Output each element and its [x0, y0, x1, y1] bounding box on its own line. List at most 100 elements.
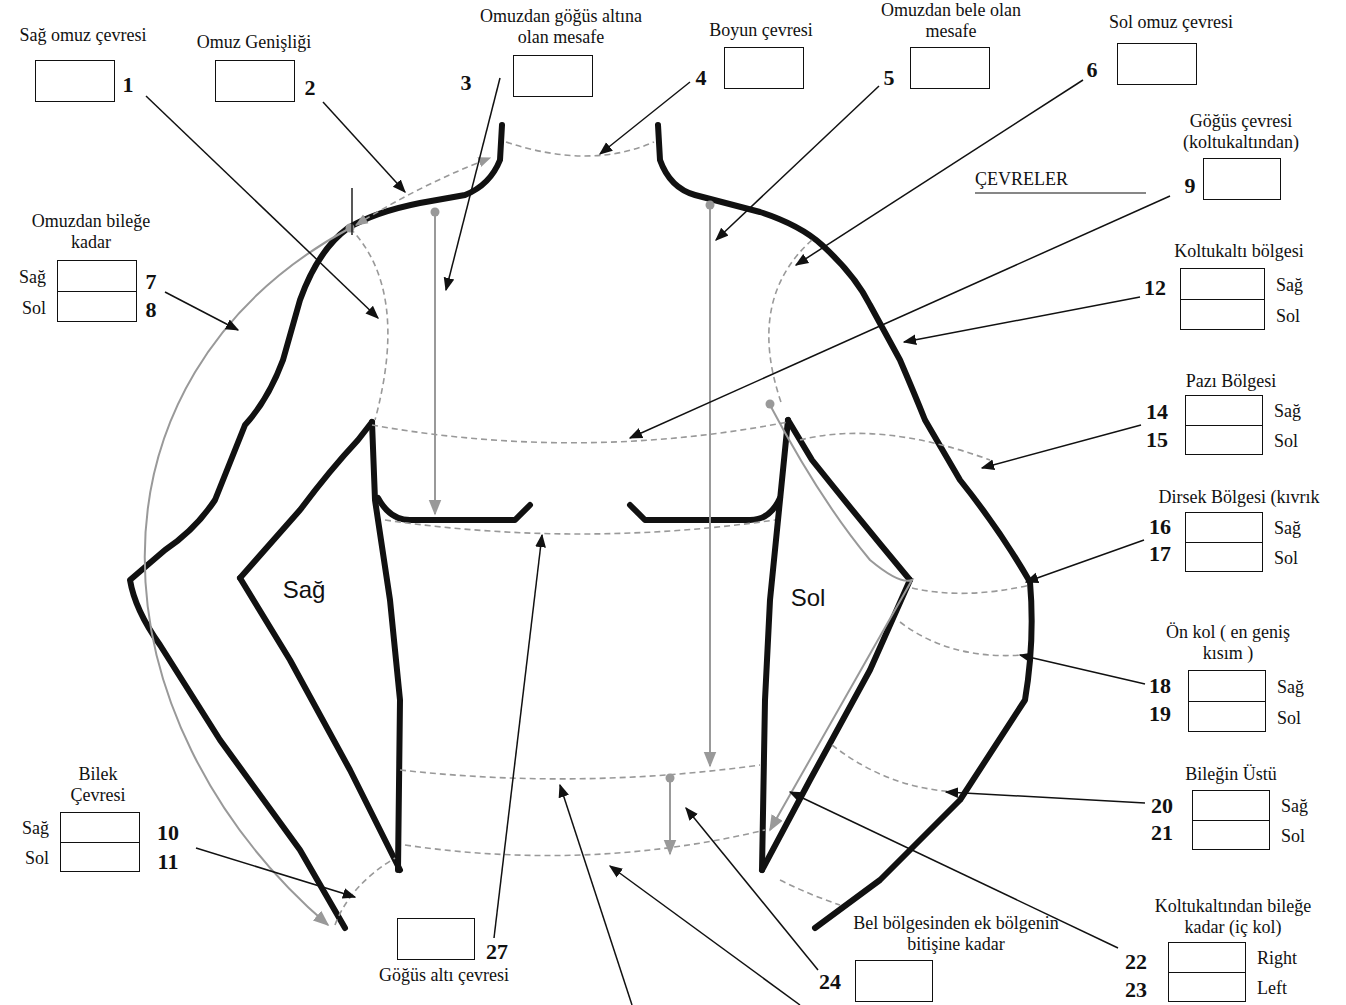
measure-dots — [346, 201, 775, 783]
right-shoulder-arc — [350, 228, 388, 420]
leader — [904, 297, 1140, 342]
box-heading: Omuzdan bileğe kadar — [16, 211, 166, 254]
leader — [600, 82, 690, 154]
leader — [494, 535, 542, 938]
measure-box: Bel bölgesinden ek bölgenin bitişine kad… — [855, 960, 933, 1002]
waist-line — [400, 765, 760, 779]
dot — [431, 208, 440, 217]
leader — [196, 848, 355, 897]
side-label: Sağ — [1274, 519, 1301, 537]
box-heading: Bileğin Üstü — [1156, 764, 1306, 786]
callout-number: 20 — [1151, 795, 1173, 817]
leader — [560, 785, 632, 1005]
shoulder-tick — [351, 188, 352, 235]
callout-number: 11 — [158, 851, 179, 873]
callout-number: 10 — [157, 822, 179, 844]
callout-number: 8 — [146, 299, 157, 321]
measure-box: Dirsek Bölgesi (kıvrıkSağSol — [1185, 512, 1263, 572]
side-label: Sol — [1274, 549, 1298, 567]
box-divider — [58, 291, 136, 292]
callout-number: 22 — [1125, 951, 1147, 973]
underchest-line — [385, 520, 775, 534]
measure-box: Sol omuz çevresi — [1117, 43, 1197, 85]
left-outer-outline — [658, 125, 1032, 928]
measure-box: Bileğin ÜstüSağSol — [1192, 790, 1270, 850]
leader — [165, 292, 238, 330]
callout-number: 19 — [1149, 703, 1171, 725]
side-label: Sol — [1274, 432, 1298, 450]
side-label: Sağ — [1274, 402, 1301, 420]
box-heading: Koltukaltı bölgesi — [1154, 241, 1324, 263]
measure-box: Omuzdan bileğe kadarSağSol — [57, 260, 137, 322]
shoulder-to-wrist — [145, 228, 350, 925]
leader — [796, 80, 1083, 265]
box-divider — [1186, 542, 1262, 543]
box-heading: Göğüs çevresi (koltukaltından) — [1166, 111, 1316, 154]
callout-number: 2 — [305, 77, 316, 99]
leader — [686, 808, 818, 970]
box-divider — [1193, 820, 1269, 821]
right-inner-arm — [240, 578, 400, 870]
leader — [323, 102, 405, 192]
dot — [766, 400, 775, 409]
measure-box: Omuzdan bele olan mesafe — [910, 47, 990, 89]
section-title: ÇEVRELER — [975, 170, 1068, 188]
side-label: Sol — [25, 849, 49, 867]
box-divider — [1181, 299, 1264, 300]
waist-to-extension — [669, 778, 671, 854]
measure-box: Pazı BölgesiSağSol — [1185, 395, 1263, 455]
callout-number: 16 — [1149, 516, 1171, 538]
box-heading: Omuzdan bele olan mesafe — [881, 0, 1021, 43]
box-divider — [61, 842, 139, 843]
box-divider — [1169, 972, 1245, 973]
measure-box: Göğüs çevresi (koltukaltından) — [1203, 158, 1281, 200]
box-heading: Omuzdan göğüs altına olan mesafe — [479, 6, 644, 49]
box-heading: Koltukaltından bileğe kadar (iç kol) — [1148, 896, 1318, 939]
side-label: Sol — [22, 299, 46, 317]
box-heading: Sağ omuz çevresi — [0, 25, 168, 47]
callout-number: 9 — [1185, 175, 1196, 197]
side-label: Sağ — [1281, 797, 1308, 815]
left-chest-line — [630, 498, 780, 520]
side-name: Sol — [791, 586, 826, 610]
bicep-line — [800, 433, 990, 460]
dot — [666, 774, 675, 783]
box-divider — [1189, 701, 1265, 702]
neck-line — [506, 142, 654, 156]
underline — [975, 192, 1146, 193]
side-name: Sağ — [283, 578, 326, 602]
shoulder-width-line — [356, 158, 490, 225]
callout-number: 4 — [696, 67, 707, 89]
callout-number: 18 — [1149, 675, 1171, 697]
callout-number: 12 — [1144, 277, 1166, 299]
callout-number: 7 — [146, 271, 157, 293]
measure-box: Omuz Genişliği — [215, 60, 295, 102]
shoulder-to-underchest — [434, 212, 436, 514]
lower-line — [405, 830, 765, 856]
callout-number: 24 — [819, 971, 841, 993]
callout-number: 6 — [1087, 59, 1098, 81]
measure-box: Göğüs altı çevresi — [397, 918, 475, 960]
box-heading: Bilek Çevresi — [53, 764, 143, 807]
right-wrist-line — [335, 858, 395, 925]
side-label: Sağ — [19, 268, 46, 286]
box-heading: Bel bölgesinden ek bölgenin bitişine kad… — [841, 913, 1071, 956]
measure-box: Sağ omuz çevresi — [35, 60, 115, 102]
dot — [706, 201, 715, 210]
left-armpit — [788, 420, 910, 580]
leader — [946, 792, 1145, 803]
right-torso-side — [372, 422, 400, 870]
side-label: Right — [1257, 949, 1297, 967]
callout-number: 15 — [1146, 429, 1168, 451]
measure-box: Bilek ÇevresiSağSol — [60, 812, 140, 872]
leader — [1026, 540, 1144, 582]
box-heading: Ön kol ( en geniş kısım ) — [1153, 622, 1303, 665]
box-heading: Dirsek Bölgesi (kıvrık — [1149, 487, 1329, 509]
right-armpit — [240, 422, 372, 578]
callout-number: 5 — [884, 67, 895, 89]
dot — [346, 224, 355, 233]
box-heading: Göğüs altı çevresi — [354, 965, 534, 987]
callout-number: 14 — [1146, 401, 1168, 423]
length-lines — [145, 205, 912, 925]
